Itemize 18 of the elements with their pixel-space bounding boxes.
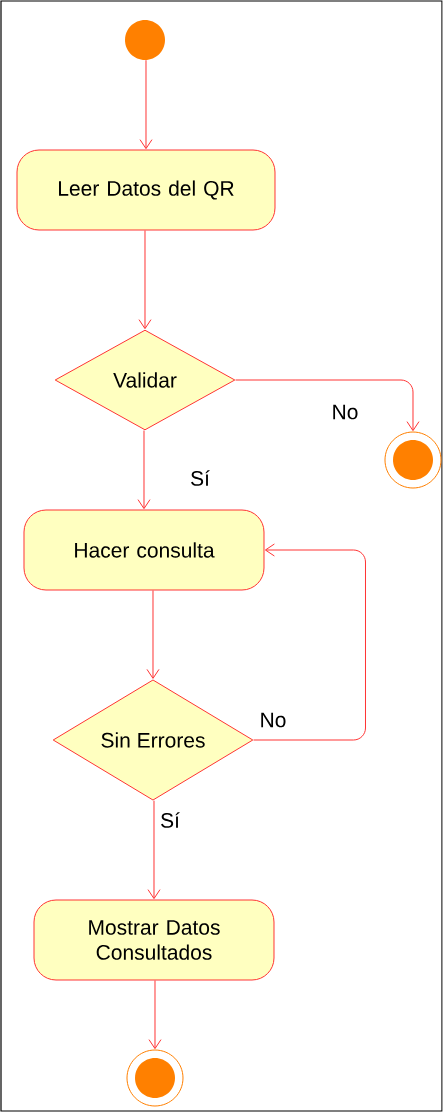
action-box: Hacer consulta: [23, 509, 265, 591]
action-box: Mostrar Datos Consultados: [33, 899, 275, 981]
edge-label: Sí: [159, 811, 181, 829]
arrow: [235, 379, 420, 432]
start-circle: [125, 20, 165, 60]
edge-label: No: [330, 403, 360, 421]
arrow: [138, 230, 152, 330]
action-box: Leer Datos del QR: [16, 149, 276, 231]
end-circle: [126, 1049, 184, 1107]
arrow: [253, 543, 366, 741]
arrow: [147, 800, 161, 900]
edge-label: Sí: [189, 469, 211, 487]
arrow: [137, 430, 151, 510]
edge-label: No: [258, 711, 288, 729]
arrow: [148, 980, 162, 1050]
end-circle: [384, 431, 442, 489]
arrow: [139, 59, 153, 150]
arrow: [146, 590, 160, 679]
